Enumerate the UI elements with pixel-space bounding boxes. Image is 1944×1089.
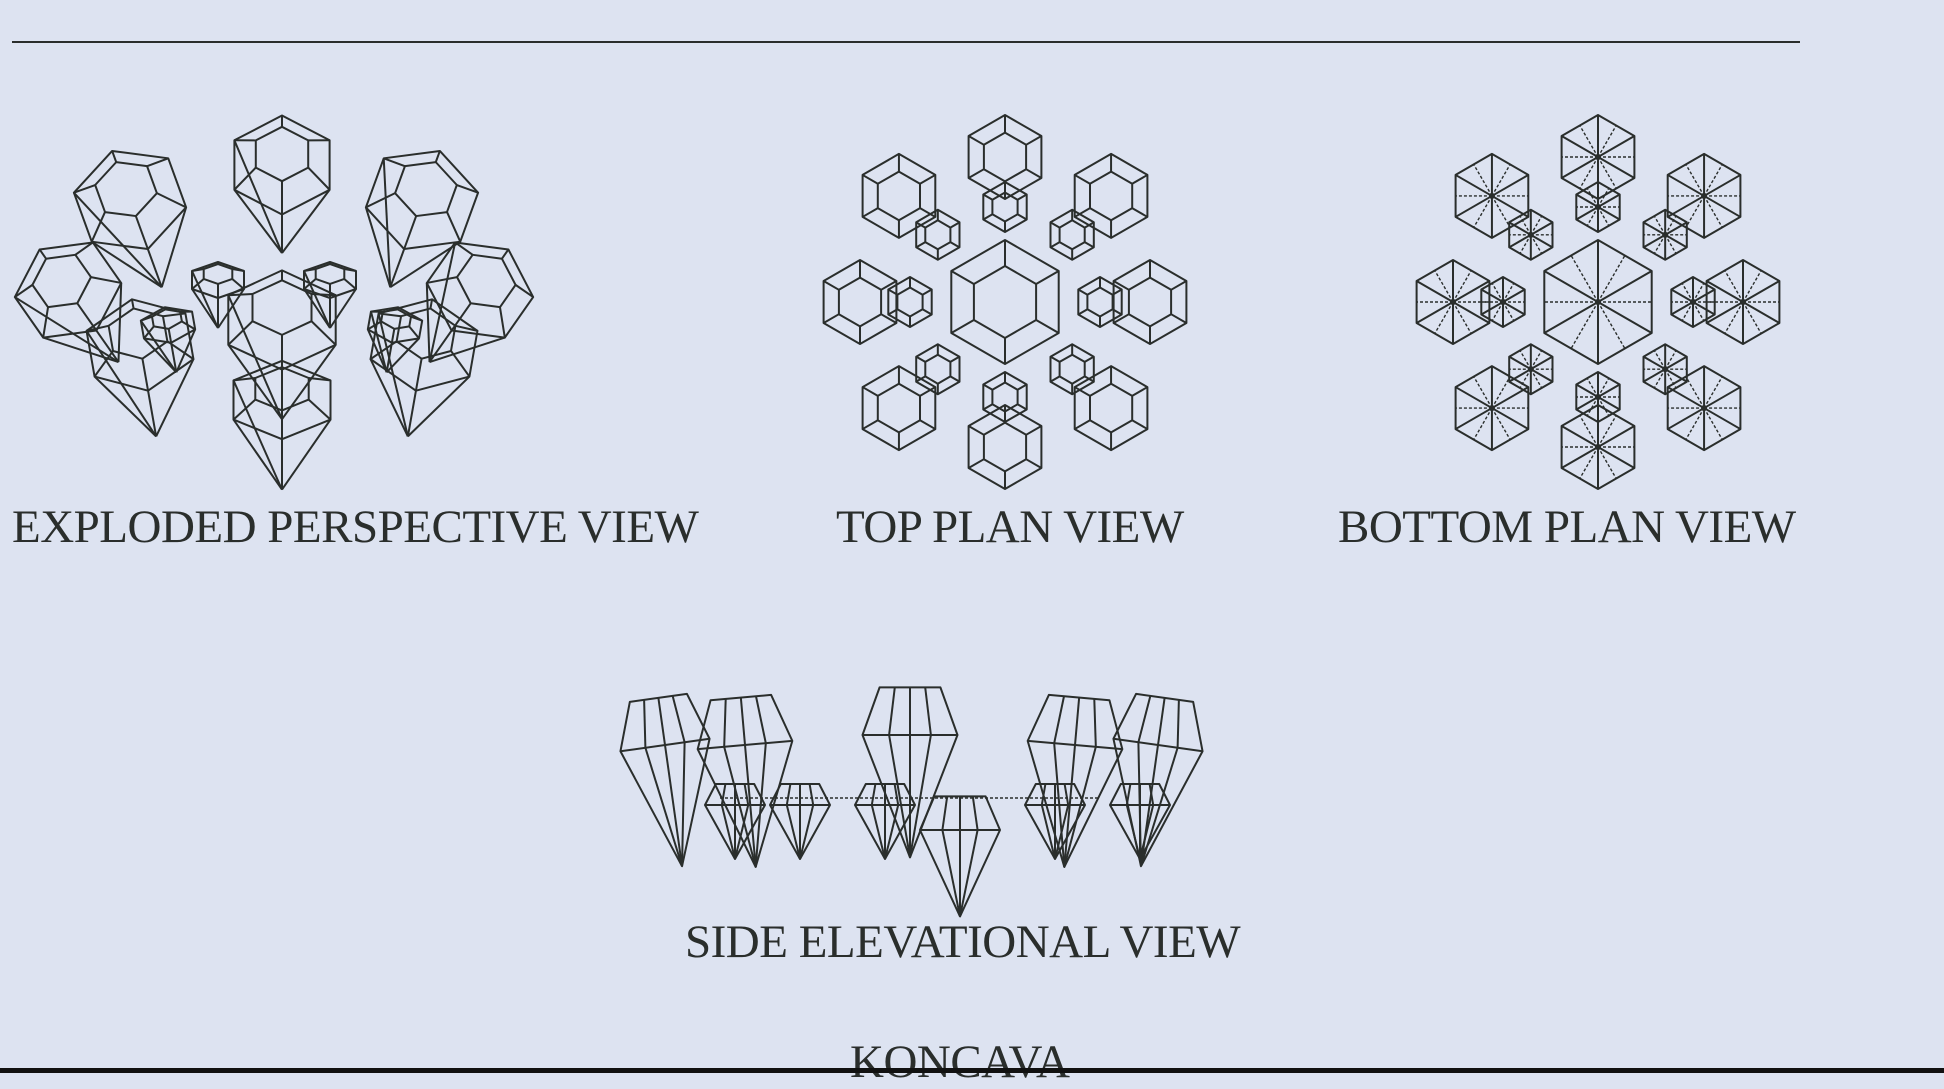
gem-top-view	[1051, 210, 1094, 260]
gem-top-view	[888, 277, 931, 327]
gem-bottom-view	[1668, 154, 1741, 238]
gem-perspective	[139, 303, 202, 377]
gem-top-view	[1051, 344, 1094, 394]
gem-top-view	[1114, 260, 1187, 344]
gem-perspective	[361, 303, 424, 377]
gem-bottom-view	[1561, 115, 1634, 199]
gem-bottom-view	[1706, 260, 1779, 344]
top-plan-drawing	[824, 115, 1187, 489]
gem-bottom-view	[1643, 210, 1687, 260]
gem-top-view	[1075, 366, 1148, 450]
bottom-plan-label: BOTTOM PLAN VIEW	[1338, 500, 1796, 554]
side-elevation-label: SIDE ELEVATIONAL VIEW	[685, 915, 1240, 969]
top-plan-label: TOP PLAN VIEW	[836, 500, 1184, 554]
koncava-title: KONCAVA	[850, 1035, 1069, 1089]
gem-perspective	[343, 134, 487, 305]
gem-perspective	[65, 134, 209, 305]
gem-bottom-view	[1455, 154, 1528, 238]
gem-side	[614, 692, 727, 873]
gem-top-view	[951, 240, 1058, 364]
gem-top-view	[916, 210, 959, 260]
gem-top-view	[863, 366, 936, 450]
gem-bottom-view	[1509, 210, 1553, 260]
exploded-perspective-drawing	[1, 116, 548, 490]
gem-bottom-view	[1668, 366, 1741, 450]
gem-side	[705, 784, 765, 859]
bottom-plan-drawing	[1416, 115, 1779, 489]
exploded-perspective-label: EXPLODED PERSPECTIVE VIEW	[12, 500, 698, 554]
gem-perspective	[234, 116, 329, 254]
gem-bottom-view	[1671, 277, 1715, 327]
gem-top-view	[1075, 154, 1148, 238]
gem-perspective	[228, 270, 335, 419]
gem-side	[920, 796, 1000, 916]
gem-top-view	[863, 154, 936, 238]
gem-top-view	[824, 260, 897, 344]
gem-bottom-view	[1455, 366, 1528, 450]
side-elevation-drawing	[614, 687, 1209, 916]
gem-bottom-view	[1509, 344, 1553, 394]
gem-top-view	[1078, 277, 1121, 327]
gem-bottom-view	[1416, 260, 1489, 344]
gem-top-view	[969, 405, 1042, 489]
gem-side	[694, 693, 803, 871]
gem-bottom-view	[1544, 240, 1652, 364]
gem-top-view	[916, 344, 959, 394]
gem-top-view	[969, 115, 1042, 199]
gem-bottom-view	[1643, 344, 1687, 394]
gem-side	[1017, 693, 1126, 871]
gem-side	[770, 784, 830, 859]
bottom-rule	[0, 1068, 1944, 1073]
gem-bottom-view	[1561, 405, 1634, 489]
gem-perspective	[82, 291, 205, 446]
gem-bottom-view	[1481, 277, 1525, 327]
